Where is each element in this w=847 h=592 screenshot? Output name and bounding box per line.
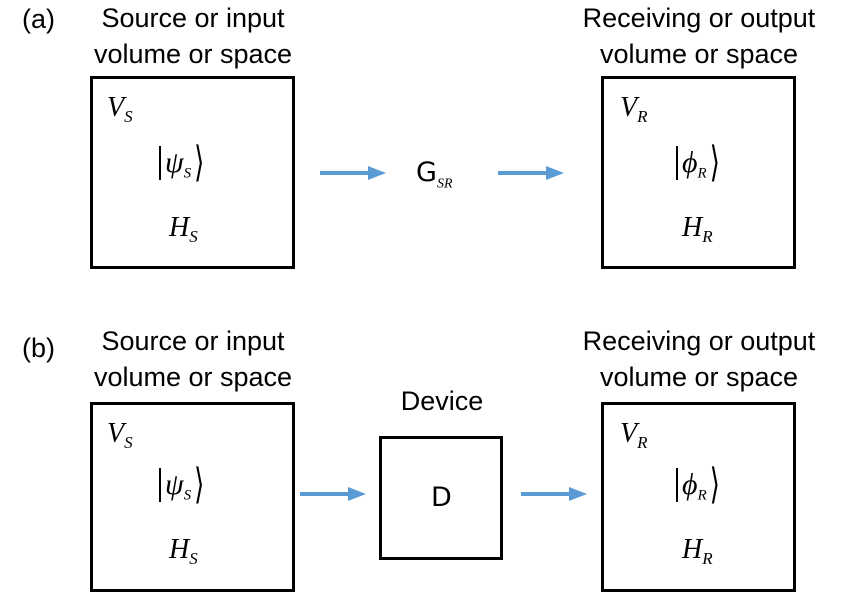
source-caption-line1: Source or input <box>101 3 285 33</box>
panel-b-source-box: VS ψS⟩ HS <box>90 402 295 592</box>
source-space-label: HS <box>169 534 198 568</box>
source-space-label: HS <box>169 212 198 246</box>
receiving-caption-line2: volume or space <box>599 39 799 69</box>
source-caption-line2: volume or space <box>93 362 293 392</box>
receiving-volume-label: VR <box>620 418 648 452</box>
arrow-operator-to-receiving-icon <box>498 166 564 180</box>
panel-a-receiving-box: VR ϕR⟩ HR <box>601 76 796 269</box>
source-state-ket: ψS⟩ <box>159 139 204 185</box>
receiving-space-label: HR <box>682 212 713 246</box>
panel-b-label: (b) <box>22 333 55 363</box>
receiving-caption-line1: Receiving or output <box>582 326 816 356</box>
receiving-space-label: HR <box>682 534 713 568</box>
panel-b-receiving-box: VR ϕR⟩ HR <box>601 402 796 592</box>
panel-b-receiving-caption: Receiving or output volume or space <box>565 323 833 395</box>
arrow-source-to-operator-icon <box>320 166 386 180</box>
device-box: D <box>379 436 503 560</box>
arrow-source-to-device-icon <box>300 487 366 501</box>
arrow-device-to-receiving-icon <box>521 487 587 501</box>
panel-a-source-box: VS ψS⟩ HS <box>90 76 295 269</box>
panel-a-source-caption: Source or input volume or space <box>82 0 304 72</box>
source-caption-line2: volume or space <box>93 39 293 69</box>
receiving-state-ket: ϕR⟩ <box>676 461 720 507</box>
panel-a-receiving-caption: Receiving or output volume or space <box>565 0 833 72</box>
source-volume-label: VS <box>107 92 133 126</box>
source-volume-label: VS <box>107 418 133 452</box>
panel-a-label: (a) <box>22 4 55 34</box>
receiving-volume-label: VR <box>620 92 648 126</box>
receiving-state-ket: ϕR⟩ <box>676 139 720 185</box>
source-caption-line1: Source or input <box>101 326 285 356</box>
receiving-caption-line2: volume or space <box>599 362 799 392</box>
device-symbol: D <box>431 482 452 513</box>
panel-b-source-caption: Source or input volume or space <box>82 323 304 395</box>
operator-g-label: GSR <box>416 157 453 192</box>
device-caption: Device <box>400 386 484 416</box>
receiving-caption-line1: Receiving or output <box>582 3 816 33</box>
source-state-ket: ψS⟩ <box>159 461 204 507</box>
